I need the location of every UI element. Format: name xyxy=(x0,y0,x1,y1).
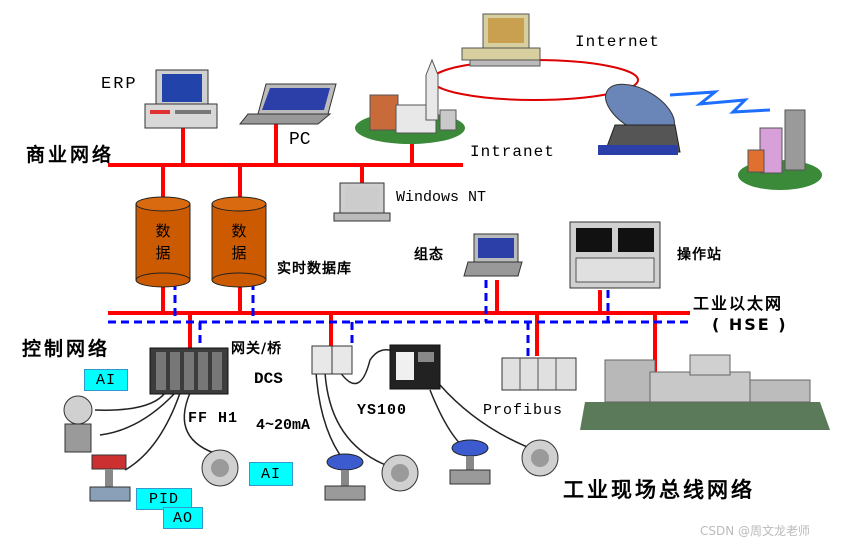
temperature-transmitter-2 xyxy=(381,454,419,492)
ff-h1-label: FF H1 xyxy=(188,410,239,427)
industrial-ethernet-label: 工业以太网 xyxy=(693,294,784,313)
ai-block-2: AI xyxy=(249,462,293,486)
configuration-laptop xyxy=(463,233,523,277)
watermark: CSDN @周文龙老师 xyxy=(700,524,811,538)
control-valve-left xyxy=(89,454,131,502)
operator-station xyxy=(569,221,661,289)
ys100-label: YS100 xyxy=(357,402,408,419)
temperature-transmitter-1 xyxy=(201,449,239,487)
realtime-database-label: 实时数据库 xyxy=(277,261,352,277)
erp-computer xyxy=(144,69,218,129)
ao-block: AO xyxy=(163,507,203,529)
cylinder-1-label: 数据 xyxy=(155,222,171,262)
cylinder-2-label: 数据 xyxy=(231,222,247,262)
gateway-rack xyxy=(149,347,229,395)
internet-label: Internet xyxy=(575,33,660,51)
control-network-label: 控制网络 xyxy=(22,338,111,360)
current-loop-label: 4~20mA xyxy=(256,417,311,434)
ys100-controller xyxy=(389,344,441,390)
intranet-buildings xyxy=(355,58,465,144)
hse-redundant-bus xyxy=(108,280,690,356)
database-cylinder-1 xyxy=(135,196,191,288)
erp-label: ERP xyxy=(101,75,138,94)
dcs-label: DCS xyxy=(254,370,283,388)
windows-nt-computer xyxy=(333,182,391,222)
industrial-ethernet-bus xyxy=(108,280,690,380)
ai-block-1: AI xyxy=(84,369,128,391)
factory-plant xyxy=(580,354,830,430)
remote-city xyxy=(738,109,822,190)
control-valve-3 xyxy=(449,439,491,485)
database-cylinder-2 xyxy=(211,196,267,288)
hse-label: ( HSE ) xyxy=(712,315,788,334)
internet-server-computer xyxy=(461,13,541,67)
intranet-label: Intranet xyxy=(470,143,555,161)
configuration-label: 组态 xyxy=(414,247,444,263)
satellite-dish xyxy=(598,83,681,155)
profibus-label: Profibus xyxy=(483,402,564,419)
operator-station-label: 操作站 xyxy=(677,247,722,263)
fieldbus-network-label: 工业现场总线网络 xyxy=(563,478,755,502)
temperature-transmitter-3 xyxy=(521,439,559,477)
windows-nt-label: Windows NT xyxy=(396,189,487,206)
pid-block: PID xyxy=(136,488,192,510)
profibus-device xyxy=(501,357,577,391)
business-network-label: 商业网络 xyxy=(26,144,115,166)
gateway-label: 网关/桥 xyxy=(231,341,283,357)
wireless-signal xyxy=(669,90,771,114)
dcs-cabinet xyxy=(311,345,353,375)
pressure-transmitter xyxy=(63,395,93,453)
pc-label: PC xyxy=(289,130,311,150)
control-valve-2 xyxy=(324,453,366,501)
pc-laptop xyxy=(238,83,337,125)
